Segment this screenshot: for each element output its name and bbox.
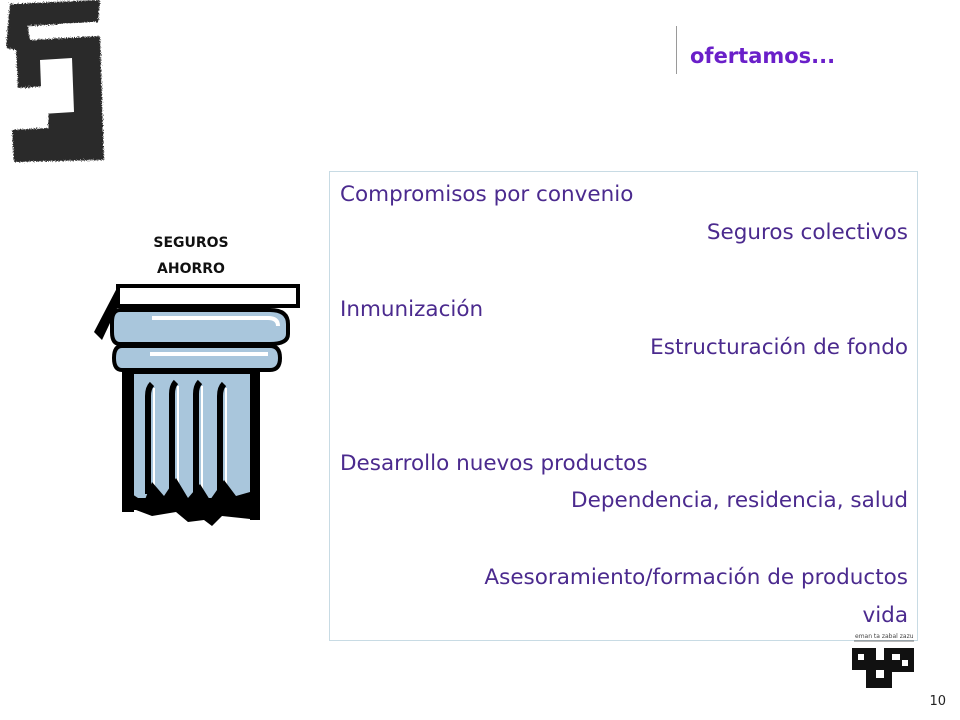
- offer-box: [329, 171, 918, 641]
- offer-item: Compromisos por convenio: [340, 182, 634, 207]
- pillar-label-line2: AHORRO: [157, 261, 225, 277]
- offer-item: vida: [862, 603, 908, 628]
- page-title: ofertamos...: [690, 44, 836, 68]
- offer-item: Inmunización: [340, 297, 484, 322]
- logo-tagline: eman ta zabal zazu: [855, 633, 914, 640]
- offer-item: Dependencia, residencia, salud: [571, 488, 908, 513]
- page-number: 10: [929, 694, 946, 709]
- university-logo: [852, 640, 914, 688]
- offer-item: Seguros colectivos: [706, 220, 908, 245]
- offer-item: Estructuración de fondo: [650, 335, 908, 360]
- pillar-label-line1: SEGUROS: [153, 235, 229, 251]
- offer-item: Asesoramiento/formación de productos: [484, 565, 908, 590]
- pillar-label: SEGUROS AHORRO: [146, 230, 236, 282]
- offer-item: Desarrollo nuevos productos: [340, 451, 648, 476]
- header-divider: [676, 26, 677, 74]
- section-number-graphic: [6, 0, 104, 162]
- column-illustration: [94, 284, 300, 526]
